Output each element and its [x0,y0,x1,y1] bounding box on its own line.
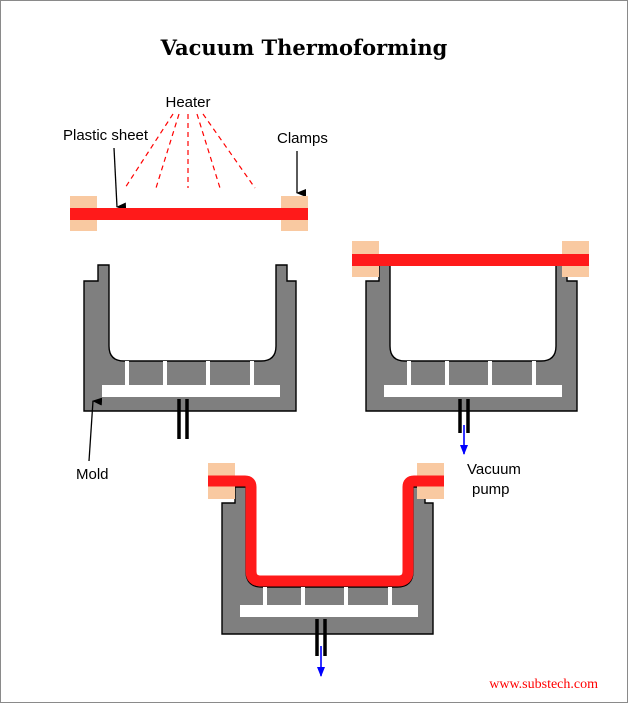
vacuum-label-line1: Vacuum [467,461,521,478]
stage3-sheet-assembly [208,463,444,587]
diagram-title: Vacuum Thermoforming [160,35,448,60]
website-link[interactable]: www.substech.com [489,677,598,692]
clamps-label: Clamps [277,130,328,147]
plastic-sheet [70,208,308,220]
plastic-sheet-label: Plastic sheet [63,127,149,144]
stage3-formed-sheet [208,475,444,587]
mold-arrow [88,397,103,462]
plastic-sheet-arrow [113,147,127,211]
stage1-sheet-assembly [70,196,308,231]
mold-label: Mold [76,466,109,483]
stage2-sheet-assembly [352,241,589,277]
stage1-mold [83,264,297,412]
heater-label: Heater [165,94,210,111]
heat-rays [124,113,256,189]
stage2-mold [365,264,578,412]
vacuum-label-line2: pump [472,481,510,498]
stage2-plastic-sheet [352,254,589,266]
